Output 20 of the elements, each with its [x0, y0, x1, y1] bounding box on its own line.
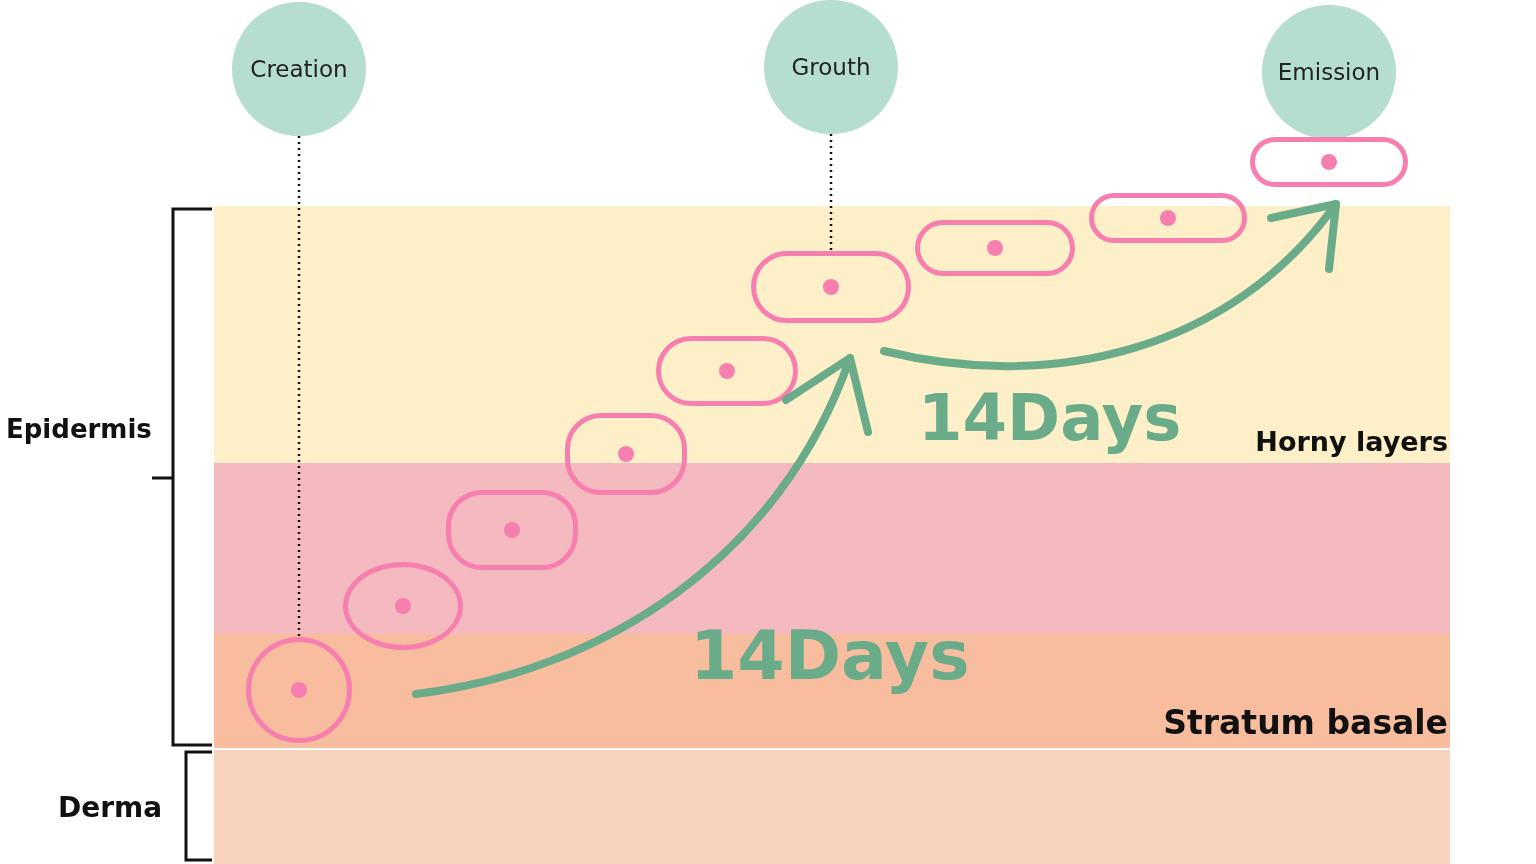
skin-cell: [343, 562, 463, 650]
skin-cell: [1089, 193, 1247, 243]
layer-label: Epidermis: [6, 416, 152, 442]
layer-label: Horny layers: [1255, 426, 1448, 457]
stage-label: Creation: [250, 56, 348, 82]
skin-layer-band: [214, 750, 1450, 864]
leader-line: [829, 134, 833, 251]
layer-label: Stratum basale: [1163, 703, 1448, 742]
skin-cell: [915, 220, 1075, 276]
skin-layer-band: [214, 206, 1450, 463]
skin-cell: [446, 490, 578, 570]
skin-cell: [246, 637, 352, 743]
skin-cell: [565, 413, 687, 495]
skin-cell: [656, 336, 798, 406]
leader-line: [297, 136, 301, 637]
skin-cell: [751, 251, 911, 323]
stage-label: Grouth: [791, 54, 871, 80]
stage-label: Emission: [1277, 59, 1381, 85]
skin-cell: [1250, 137, 1408, 187]
layer-label: Derma: [58, 794, 163, 822]
